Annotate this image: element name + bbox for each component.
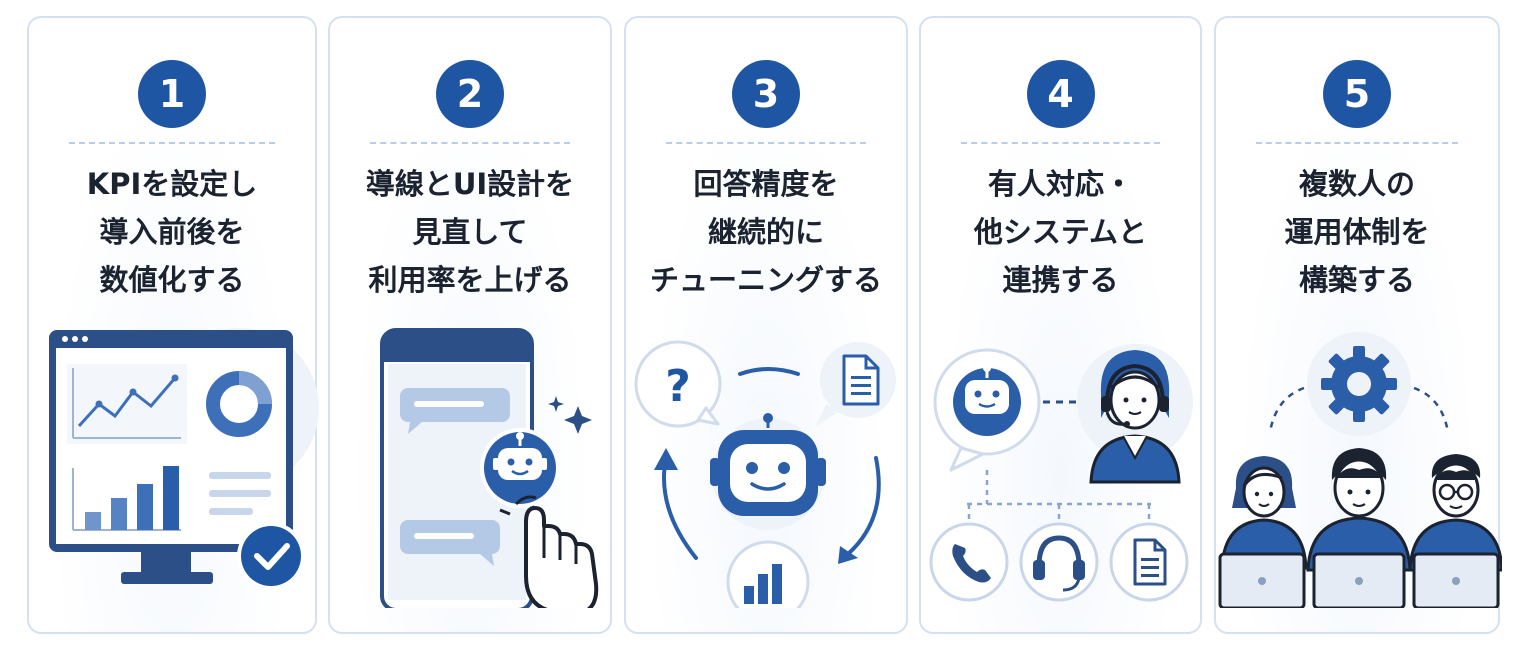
step-number-badge: 4 [1026,60,1095,128]
step-title-line: 利用率を上げる [368,263,572,297]
step-title: 導線とUI設計を 見直して 利用率を上げる [340,160,600,304]
step-number-badge: 3 [732,60,800,128]
step-title-line: 複数人の [1298,167,1415,201]
step-title-line: 構築する [1298,263,1415,297]
dashboard-monitor-icon [49,328,319,590]
step-card-1: 1 KPIを設定し 導入前後を 数値化する [27,16,319,634]
step-card-5: 5 複数人の 運用体制を 構築する [1214,16,1502,634]
step-title-line: 他システムと [973,215,1148,249]
step-title: 回答精度を 継続的に チューニングする [636,160,896,304]
step-title-line: 数値化する [99,263,245,297]
step-title-line: 運用体制を [1284,215,1430,249]
step-title-line: 見直して [412,215,528,249]
step-title-line: 導入前後を [99,215,245,249]
dashed-divider [1256,142,1458,144]
step-title: 複数人の 運用体制を 構築する [1226,160,1488,304]
dashed-divider [69,142,275,144]
step-title-line: 連携する [1002,263,1119,297]
step-title-line: チューニングする [649,263,882,297]
step-title-line: 回答精度を [693,167,839,201]
step-card-2: 2 導線とUI設計を 見直して 利用率を上げる [328,16,612,634]
svg-text:?: ? [665,361,691,412]
team-gear-icon [1218,332,1502,608]
step-title: KPIを設定し 導入前後を 数値化する [39,160,305,304]
step-title: 有人対応・ 他システムと 連携する [931,160,1190,304]
step-card-4: 4 有人対応・ 他システムと 連携する [919,16,1202,634]
dashed-divider [666,142,866,144]
step-number-badge: 5 [1323,60,1391,128]
step-title-line: 有人対応・ [987,167,1133,201]
dashed-divider [370,142,570,144]
step-title-line: 継続的に [707,215,824,249]
step-title-line: KPIを設定し [86,167,258,201]
step-card-3: 3 回答精度を 継続的に チューニングする ? [624,16,908,634]
step-number-badge: 1 [138,60,206,128]
chatbot-tuning-cycle-icon: ? [634,340,896,608]
chatbot-operator-integration-icon [929,344,1193,602]
smartphone-chatbot-icon [380,328,599,608]
dashed-divider [961,142,1160,144]
step-number-badge: 2 [436,60,504,128]
step-title-line: 導線とUI設計を [365,167,575,201]
